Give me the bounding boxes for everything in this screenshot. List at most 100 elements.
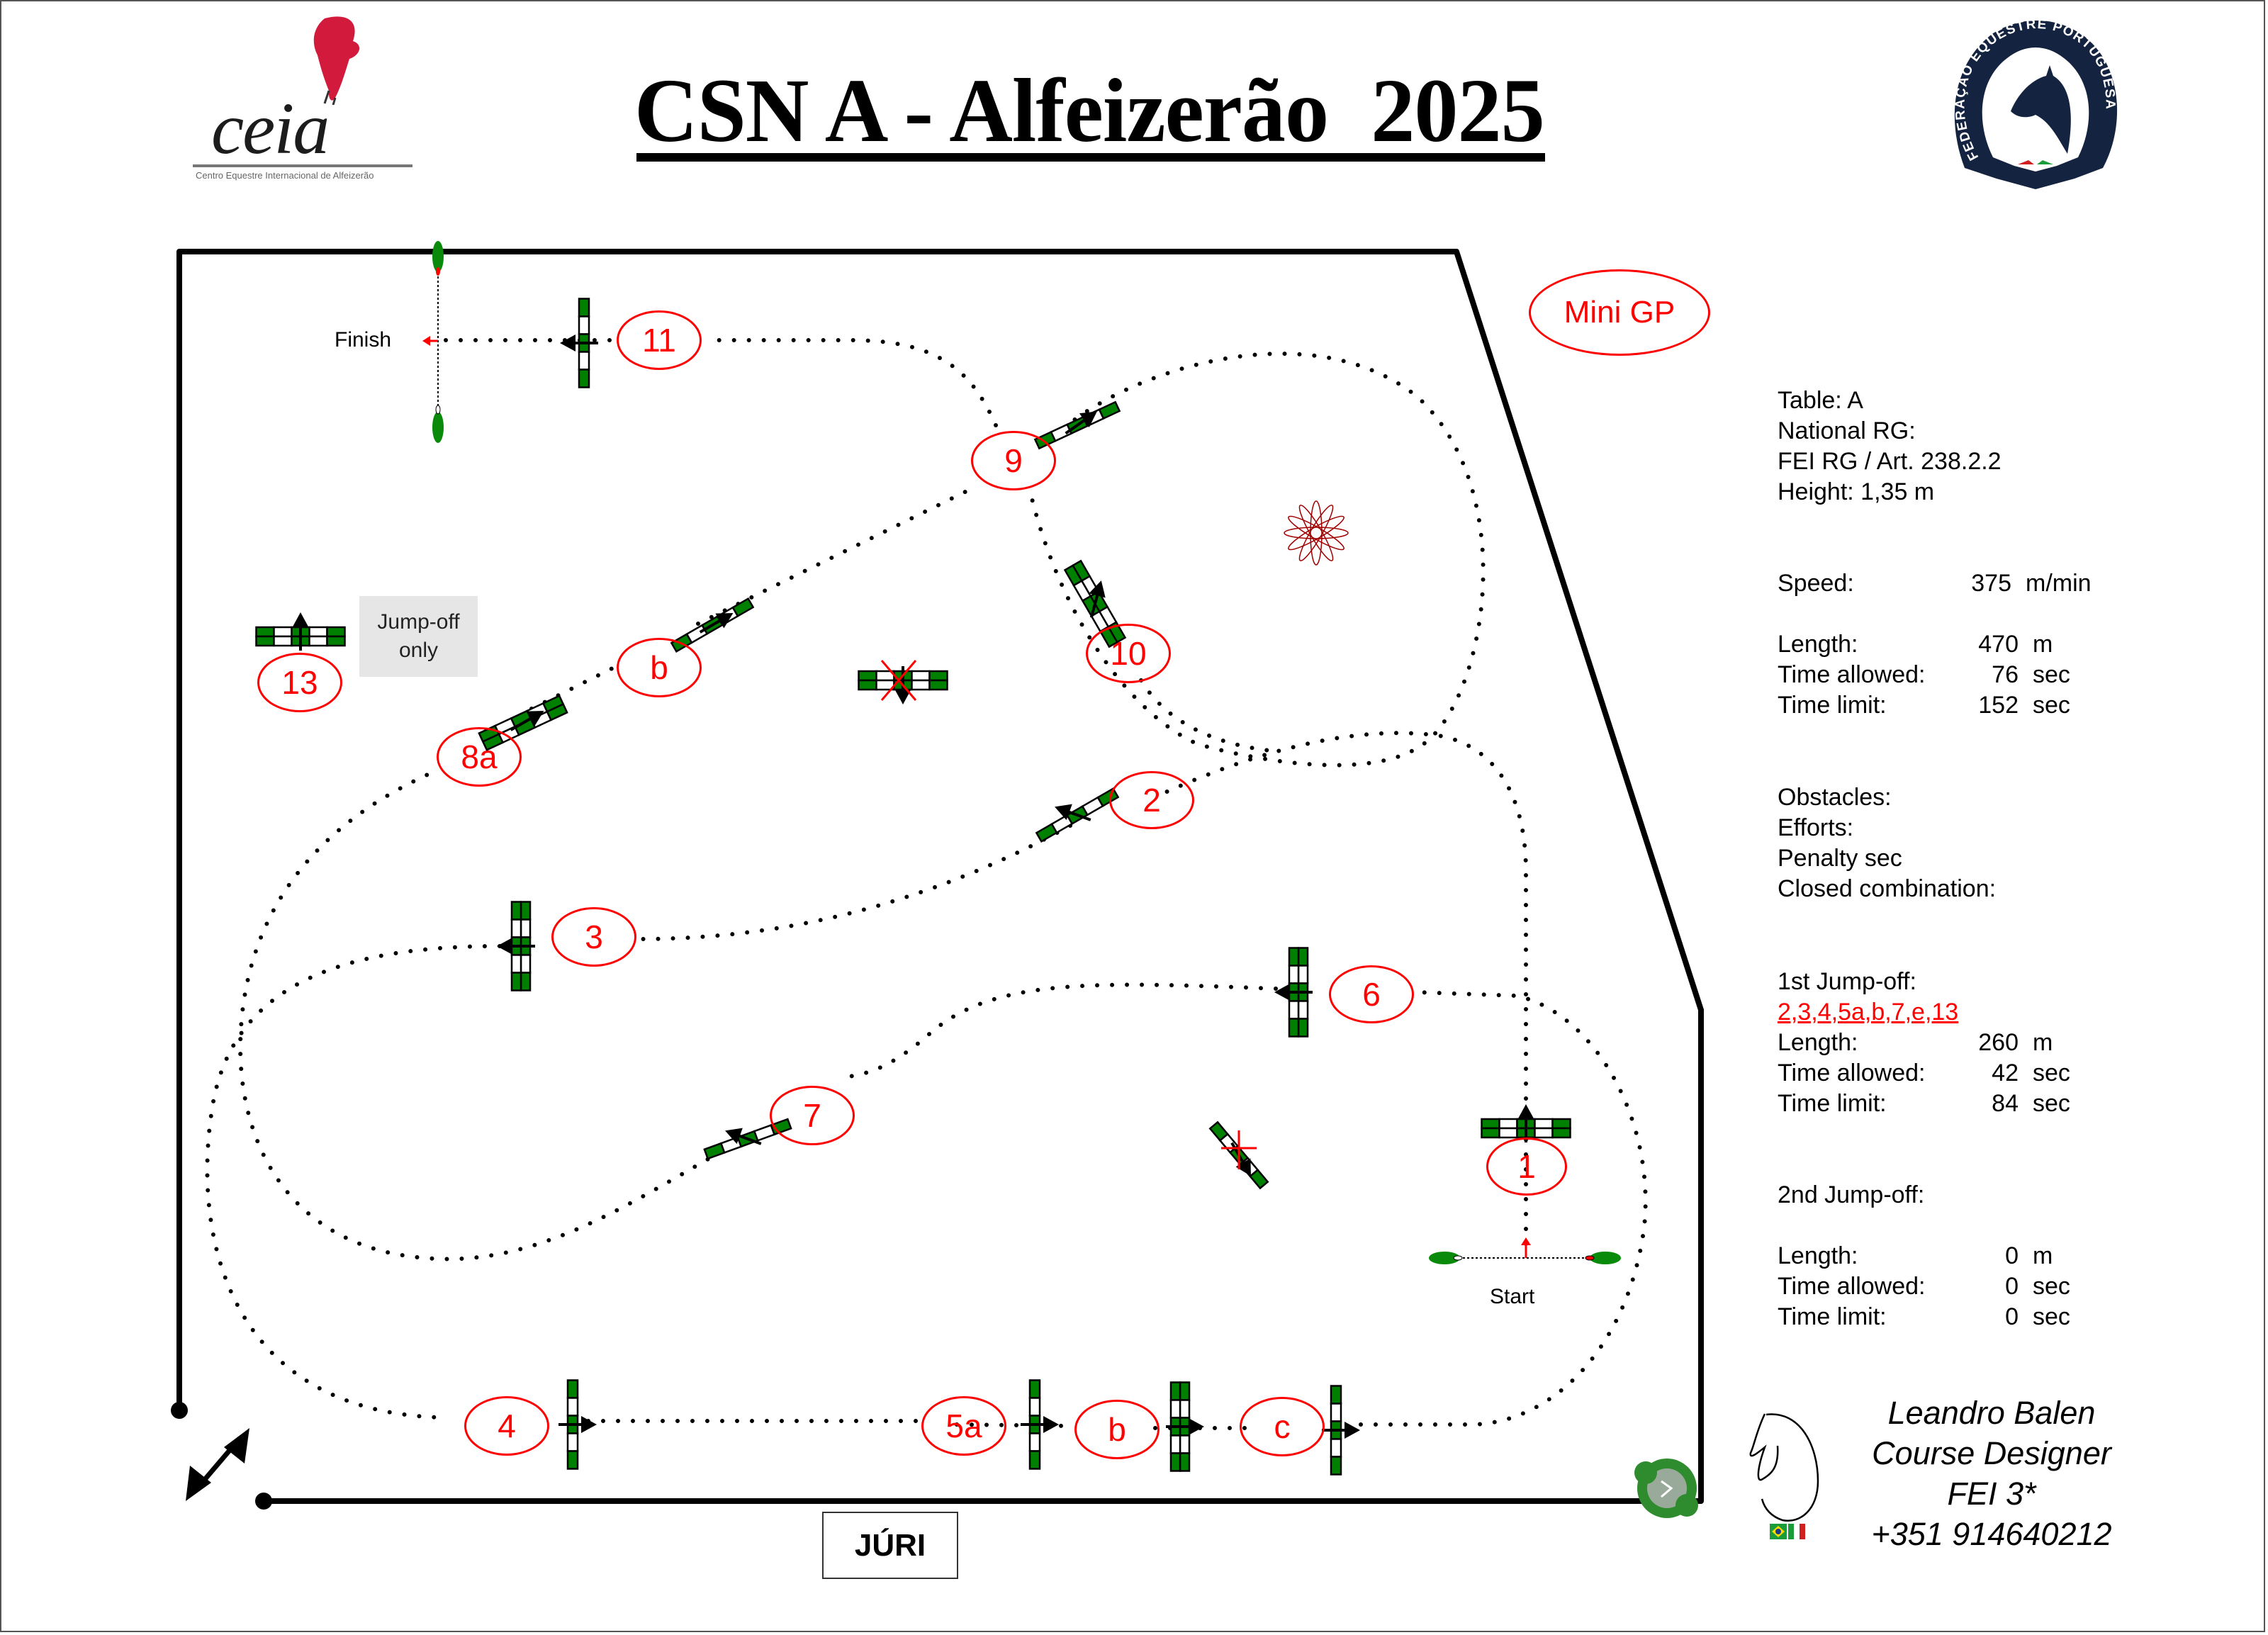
obstacle-rail-icon[interactable] [1021,1379,1059,1470]
track-segment [707,338,998,427]
obstacle-rail-icon[interactable] [560,298,598,388]
flower-decoration-icon [1284,500,1349,566]
red-horse-logo-icon [313,16,360,105]
obstacle-rail-icon[interactable] [1481,1104,1571,1142]
jo2-time-allowed-value: 0 [2005,1273,2019,1300]
obstacle-number[interactable]: 8a [437,727,522,787]
jo1-time-allowed-value: 42 [1992,1060,2019,1086]
italy-flag-icon [1788,1524,1805,1539]
jump-off-2-panel: 2nd Jump-off: Length: 0 m Time allowed: … [1778,1180,2146,1332]
obstacle-number[interactable]: 10 [1086,624,1171,683]
jump-direction-arrow-icon [1021,1416,1059,1433]
obstacle-number[interactable]: 11 [617,310,702,370]
obstacle-rail-icon[interactable] [1035,787,1120,843]
info-speed-unit: m/min [2026,570,2092,597]
finish-line [422,241,444,443]
gate-post-icon [255,1493,272,1510]
finish-label: Finish [335,328,392,352]
obstacle-rail-icon[interactable] [558,1379,597,1470]
info-speed-value: 375 [1971,570,2011,597]
info-fei-rg: FEI RG / Art. 238.2.2 [1778,448,2002,475]
start-line [1429,1237,1621,1264]
removed-obstacle-icon[interactable] [1208,1120,1269,1190]
bush-icon [1634,1459,1698,1518]
course-designer-credit: Leandro Balen Course Designer FEI 3* +35… [1814,1393,2169,1554]
track-segment [1139,678,1278,753]
obstacle-number[interactable]: 6 [1329,965,1414,1023]
info-time-allowed-row: Time allowed: 76 sec [1778,660,2146,690]
jump-off-1-title: 1st Jump-off: [1778,968,1916,995]
obstacle-number[interactable]: 4 [464,1396,549,1456]
obstacle-number[interactable]: b [1074,1400,1160,1459]
jo1-length-value: 260 [1978,1029,2019,1056]
obstacle-number[interactable]: 5a [921,1396,1006,1456]
jo2-length-unit: m [2033,1242,2053,1269]
track-segment [1359,990,1648,1427]
jump-direction-arrow-icon [1089,580,1106,618]
info-efforts: Efforts: [1778,814,1854,841]
brazil-flag-icon [1770,1524,1787,1539]
class-badge: Mini GP [1529,269,1710,356]
designer-level: FEI 3* [1947,1476,2036,1512]
obstacle-rail-icon[interactable] [255,612,346,651]
course-info-panel: Table: A National RG: FEI RG / Art. 238.… [1778,386,2146,507]
jump-direction-arrow-icon [1322,1422,1360,1439]
info-closed-combination: Closed combination: [1778,875,1997,902]
finish-flag-white-icon [432,412,444,443]
jo2-time-limit-unit: sec [2033,1303,2070,1330]
jump-direction-arrow-icon [725,1128,762,1145]
finish-direction-arrow-icon [422,336,430,346]
course-track [205,338,1648,1430]
jo2-time-limit-label: Time limit: [1778,1303,1887,1330]
jo2-length-value: 0 [2005,1242,2019,1269]
obstacle-number[interactable]: 3 [551,907,636,967]
designer-role: Course Designer [1872,1435,2111,1471]
arena-boundary [176,249,1704,1504]
info-speed-row: Speed: 375 m/min [1778,568,2146,599]
track-segment [636,824,1072,941]
jo2-time-allowed-label: Time allowed: [1778,1273,1926,1300]
ceia-logo-word: ceia [211,88,330,169]
obstacle-rail-icon[interactable] [1274,947,1313,1038]
jo1-time-limit-unit: sec [2033,1090,2070,1117]
jump-direction-arrow-icon [699,613,734,634]
page-title: CSN A - Alfeizerão 2025 [634,60,1545,161]
obstacle-number[interactable]: 9 [971,431,1056,490]
jump-direction-arrow-icon [497,938,535,955]
jump-direction-arrow-icon [560,335,598,352]
info-height: Height: 1,35 m [1778,478,1935,505]
jump-direction-arrow-icon [1274,984,1313,1001]
obstacle-rail-icon[interactable] [1166,1381,1204,1472]
jump-off-1-panel: 1st Jump-off: 2,3,4,5a,b,7,e,13 Length: … [1778,967,2146,1119]
info-length-row: Length: 470 m [1778,629,2146,660]
info-speed-label: Speed: [1778,570,1854,597]
obstacle-number[interactable]: b [617,638,702,697]
info-time-allowed-label: Time allowed: [1778,661,1926,688]
removed-obstacle-icon[interactable] [858,660,948,704]
jump-direction-arrow-icon [558,1416,597,1433]
jump-direction-arrow-icon [894,666,911,704]
jump-off-1-sequence[interactable]: 2,3,4,5a,b,7,e,13 [1778,999,1959,1026]
designer-phone: +351 914640212 [1871,1516,2112,1552]
obstacle-rail-icon[interactable] [1322,1385,1360,1476]
obstacle-number[interactable]: c [1240,1397,1325,1456]
info-time-allowed-unit: sec [2033,661,2070,688]
info-time-limit-label: Time limit: [1778,692,1887,719]
jo2-time-limit-value: 0 [2005,1303,2019,1330]
obstacle-rail-icon[interactable] [497,901,535,991]
track-segment [1160,731,1528,1101]
ceia-logo-subtitle: Centro Equestre Internacional de Alfeize… [196,170,374,181]
info-national-rg: National RG: [1778,417,1916,444]
track-segment [841,982,1278,1083]
obstacle-number[interactable]: 2 [1109,771,1194,829]
obstacle-rail-icon[interactable] [1033,400,1121,450]
obstacle-number[interactable]: 7 [770,1086,855,1145]
jo1-time-allowed-unit: sec [2033,1060,2070,1086]
jump-off-only-line1: Jump-off [377,610,460,634]
jo1-length-label: Length: [1778,1029,1858,1056]
obstacle-number[interactable]: 1 [1486,1137,1567,1196]
obstacle-number[interactable]: 13 [257,653,342,712]
entrance-double-arrow-icon [186,1428,249,1501]
